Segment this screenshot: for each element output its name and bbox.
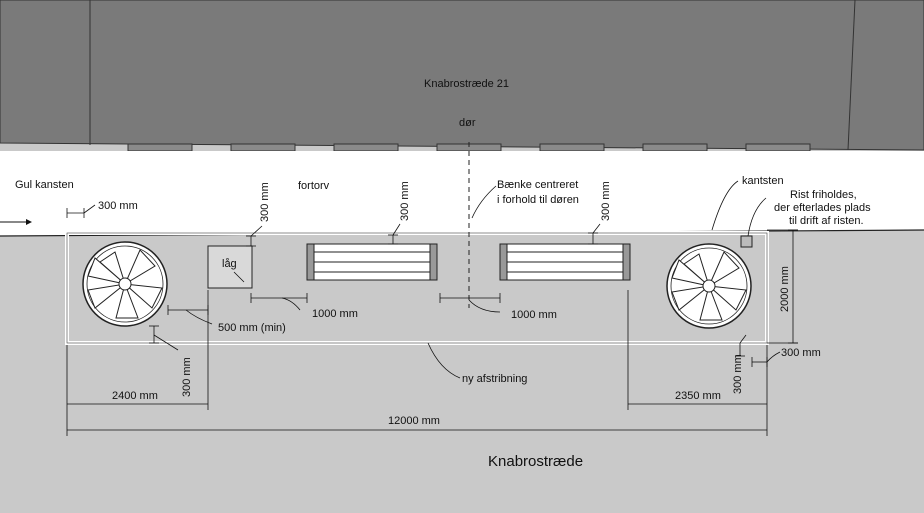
dim-2400: 2400 mm [112, 390, 158, 402]
yellow-curb-label: Gul kansten [15, 179, 74, 191]
dim-300-vertical-2: 300 mm [399, 181, 411, 221]
door-label: dør [459, 117, 476, 129]
grate-note-line2: der efterlades plads [774, 202, 871, 214]
sidewalk-area [0, 151, 924, 236]
sidewalk-label: fortorv [298, 180, 330, 192]
dim-500-min: 500 mm (min) [218, 322, 286, 334]
grate-note-line3: til drift af risten. [789, 215, 864, 227]
bench-left [306, 243, 438, 281]
dim-300-left-top: 300 mm [98, 200, 138, 212]
grate-note-line1: Rist friholdes, [790, 189, 857, 201]
dim-300-bottom-right: 300 mm [732, 354, 744, 394]
dim-2000: 2000 mm [779, 266, 791, 312]
dim-2350: 2350 mm [675, 390, 721, 402]
bench-right [499, 243, 631, 281]
lid-pointer [233, 271, 245, 283]
dim-300-vertical-1: 300 mm [259, 182, 271, 222]
curb-arrow-head [26, 219, 32, 225]
dim-300-bottom-left: 300 mm [181, 357, 193, 397]
street-name: Knabrostræde [488, 453, 583, 470]
tree-grate-right [666, 243, 752, 329]
lid-label: låg [222, 258, 237, 270]
drain-grate [740, 235, 753, 248]
dimension-lines [66, 180, 798, 436]
parking-area-inner [66, 232, 768, 344]
building-name: Knabrostræde 21 [424, 78, 509, 90]
tree-grate-left [82, 241, 168, 327]
building-block [0, 0, 924, 151]
building-edge-right [847, 0, 856, 151]
dim-300-vertical-3: 300 mm [600, 181, 612, 221]
dim-1000-b: 1000 mm [511, 309, 557, 321]
lid-box [207, 245, 253, 289]
stripe-label: ny afstribning [462, 373, 527, 385]
dim-300-right: 300 mm [781, 347, 821, 359]
bench-note-line1: Bænke centreret [497, 179, 578, 191]
dim-12000: 12000 mm [388, 415, 440, 427]
bench-note-line2: i forhold til døren [497, 194, 579, 206]
dim-1000-a: 1000 mm [312, 308, 358, 320]
curb-label: kantsten [742, 175, 784, 187]
